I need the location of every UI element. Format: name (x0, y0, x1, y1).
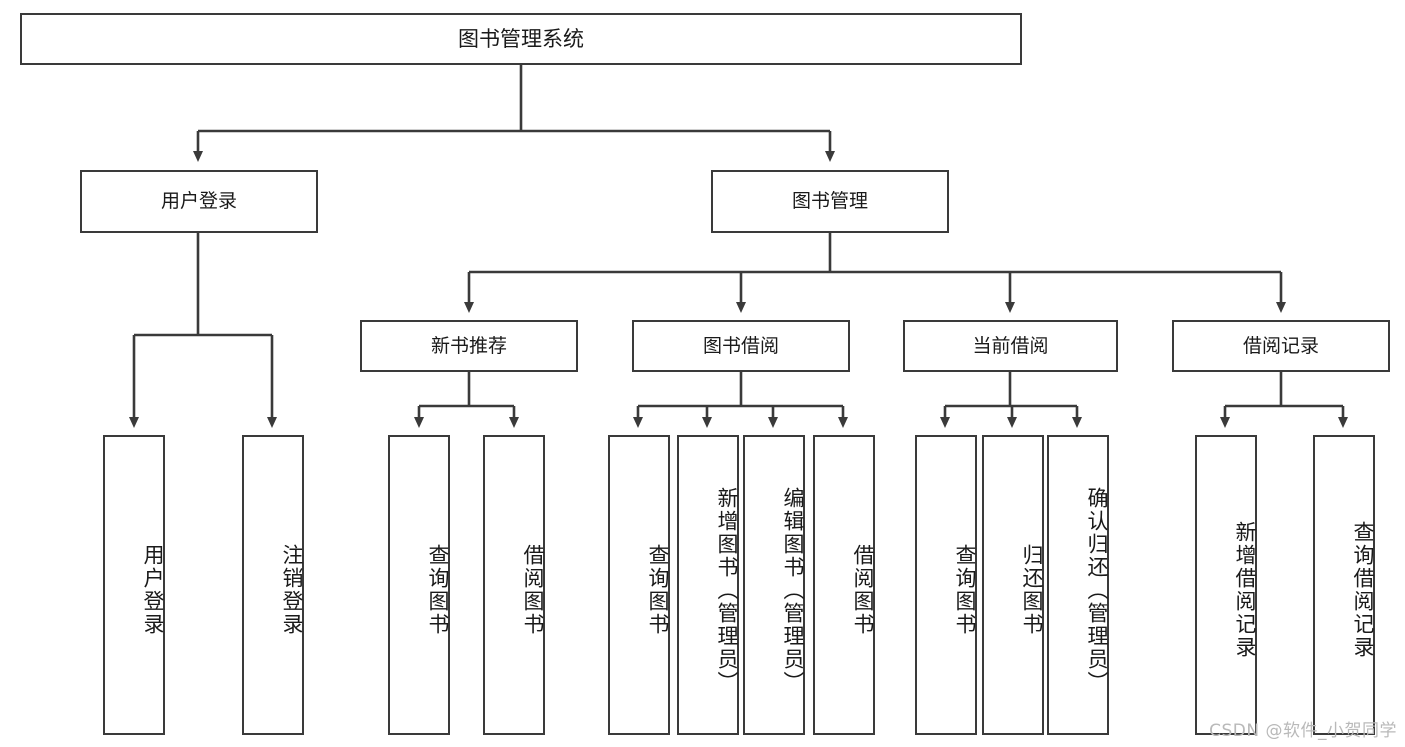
node-label: 图书借阅 (702, 334, 779, 357)
node-label: 借阅记录 (1242, 334, 1319, 357)
node-label: 查询图书 (426, 544, 450, 636)
node-label: 注销登录 (280, 544, 304, 636)
node-label: 查询借阅记录 (1351, 521, 1375, 659)
node-label: 确认归还（管理员） (1085, 486, 1109, 694)
leaf-record-query-borrow-record[interactable]: 查询借阅记录 (1313, 435, 1375, 735)
node-label: 借阅图书 (521, 544, 545, 636)
node-label: 图书管理系统 (458, 26, 584, 51)
leaf-user-login-logout[interactable]: 注销登录 (242, 435, 304, 735)
node-label: 用户登录 (141, 544, 165, 636)
node-book-management[interactable]: 图书管理 (711, 170, 949, 233)
node-new-book-recommend[interactable]: 新书推荐 (360, 320, 578, 372)
node-label: 查询图书 (646, 544, 670, 636)
node-label: 归还图书 (1020, 544, 1044, 636)
leaf-borrow-edit-book-admin[interactable]: 编辑图书（管理员） (743, 435, 805, 735)
leaf-borrow-add-book-admin[interactable]: 新增图书（管理员） (677, 435, 739, 735)
leaf-user-login-login[interactable]: 用户登录 (103, 435, 165, 735)
leaf-current-return-book[interactable]: 归还图书 (982, 435, 1044, 735)
leaf-recommend-query-book[interactable]: 查询图书 (388, 435, 450, 735)
leaf-current-query-book[interactable]: 查询图书 (915, 435, 977, 735)
node-label: 新增图书（管理员） (715, 486, 739, 694)
leaf-current-confirm-return-admin[interactable]: 确认归还（管理员） (1047, 435, 1109, 735)
node-label: 新书推荐 (430, 334, 507, 357)
node-label: 查询图书 (953, 544, 977, 636)
node-label: 当前借阅 (972, 334, 1049, 357)
node-borrow-record[interactable]: 借阅记录 (1172, 320, 1390, 372)
node-root-book-management-system[interactable]: 图书管理系统 (20, 13, 1022, 65)
node-label: 编辑图书（管理员） (781, 486, 805, 694)
node-label: 新增借阅记录 (1233, 521, 1257, 659)
leaf-record-add-borrow-record[interactable]: 新增借阅记录 (1195, 435, 1257, 735)
node-current-borrow[interactable]: 当前借阅 (903, 320, 1118, 372)
node-label: 借阅图书 (851, 544, 875, 636)
node-user-login[interactable]: 用户登录 (80, 170, 318, 233)
leaf-borrow-query-book[interactable]: 查询图书 (608, 435, 670, 735)
node-book-borrow[interactable]: 图书借阅 (632, 320, 850, 372)
node-label: 用户登录 (160, 190, 237, 213)
leaf-recommend-borrow-book[interactable]: 借阅图书 (483, 435, 545, 735)
node-label: 图书管理 (791, 190, 868, 213)
leaf-borrow-borrow-book[interactable]: 借阅图书 (813, 435, 875, 735)
watermark-text: CSDN @软件_小贺同学 (1209, 721, 1397, 741)
